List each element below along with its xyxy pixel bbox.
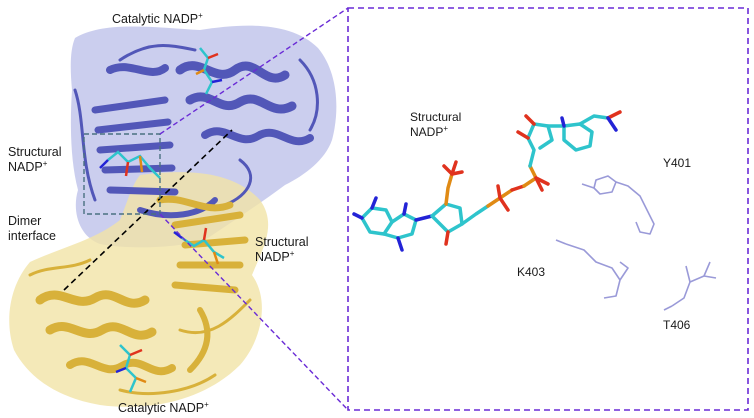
- label-structural-nadp-mid: Structural NADP+: [255, 235, 309, 265]
- catalytic-nadp-bottom-sticks: [115, 344, 147, 393]
- label-catalytic-nadp-bottom-text: Catalytic NADP: [118, 401, 205, 415]
- charge-sup: +: [42, 159, 48, 168]
- residue-y401-sticks: [581, 175, 655, 235]
- label-inset-structural-line1: Structural: [410, 110, 462, 124]
- zoom-inset-box: [347, 7, 749, 411]
- label-structural-nadp-left-line2: NADP: [8, 160, 43, 174]
- zoom-connector-top: [159, 7, 349, 135]
- structural-nadp-mid-sticks: [173, 227, 225, 265]
- label-structural-nadp-left: Structural NADP+: [8, 145, 62, 175]
- residue-t406-sticks: [663, 261, 717, 311]
- charge-sup: +: [443, 124, 449, 133]
- label-structural-nadp-mid-line1: Structural: [255, 235, 309, 249]
- label-dimer-interface: Dimer interface: [8, 214, 56, 244]
- label-residue-k403: K403: [517, 265, 546, 279]
- label-dimer-line2: interface: [8, 229, 56, 243]
- charge-sup: +: [204, 400, 209, 409]
- label-residue-t406: T406: [663, 318, 691, 332]
- label-structural-nadp-mid-line2: NADP: [255, 250, 290, 264]
- charge-sup: +: [198, 11, 203, 20]
- chain-b-cartoon: [28, 195, 252, 395]
- label-inset-structural-nadp: Structural NADP+: [410, 110, 461, 140]
- label-catalytic-nadp-top-text: Catalytic NADP: [112, 12, 199, 26]
- zoom-connector-bottom: [159, 213, 349, 411]
- dimer-interface-line: [63, 129, 233, 291]
- label-structural-nadp-left-line2-wrap: NADP+: [8, 160, 62, 175]
- inset-nadp-molecule: [352, 110, 622, 252]
- structural-site-box: [83, 133, 161, 215]
- label-structural-nadp-mid-line2-wrap: NADP+: [255, 250, 309, 265]
- label-inset-structural-line2-wrap: NADP+: [410, 125, 461, 140]
- structural-nadp-left-sticks: [99, 150, 161, 179]
- charge-sup: +: [289, 249, 295, 258]
- label-residue-y401: Y401: [663, 156, 692, 170]
- label-dimer-line1: Dimer: [8, 214, 42, 228]
- label-catalytic-nadp-top: Catalytic NADP+: [112, 12, 203, 27]
- catalytic-nadp-top-sticks: [195, 47, 223, 95]
- label-catalytic-nadp-bottom: Catalytic NADP+: [118, 401, 209, 416]
- label-structural-nadp-left-line1: Structural: [8, 145, 62, 159]
- label-inset-structural-line2: NADP: [410, 125, 444, 139]
- residue-k403-sticks: [555, 239, 629, 299]
